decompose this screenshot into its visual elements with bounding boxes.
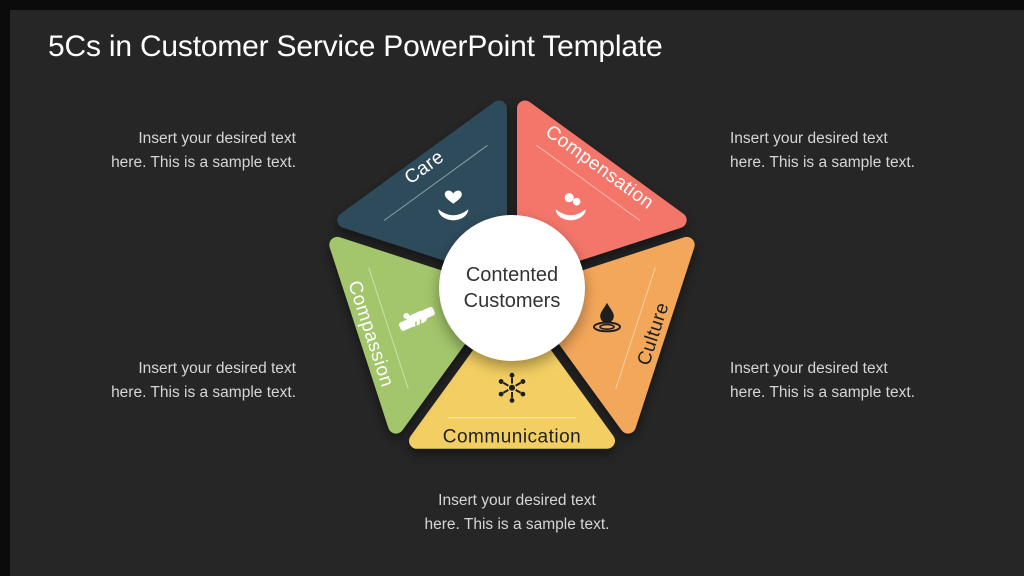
placeholder-line: here. This is a sample text.: [111, 154, 296, 171]
icon-part: [509, 372, 515, 378]
icon-part: [419, 319, 422, 325]
placeholder-line: here. This is a sample text.: [111, 384, 296, 401]
placeholder-line: Insert your desired text: [138, 130, 296, 147]
placeholder-line: Insert your desired text: [438, 492, 596, 509]
icon-part: [515, 381, 522, 387]
icon-part: [403, 312, 410, 319]
placeholder-line: here. This is a sample text.: [424, 516, 610, 533]
icon-part: [498, 391, 504, 397]
placeholder-text-top-right: Insert your desired text here. This is a…: [730, 127, 915, 175]
icon-part: [600, 302, 614, 324]
placeholder-line: here. This is a sample text.: [730, 384, 915, 401]
segment-divider-line: [615, 267, 656, 390]
icon-part: [520, 379, 526, 384]
segment-divider-line: [383, 144, 488, 222]
icon-part: [415, 321, 417, 327]
center-circle-line: Contented: [465, 264, 559, 286]
segment-divider-line: [368, 267, 409, 390]
network-icon: [498, 372, 526, 403]
segment-care: Care: [337, 100, 507, 279]
slide-frame-left: [0, 0, 10, 576]
icon-part: [438, 209, 469, 221]
placeholder-text-bottom-center: Insert your desired text here. This is a…: [425, 489, 610, 537]
icon-part: [502, 381, 509, 387]
slide-frame-top: [0, 0, 1024, 10]
icon-part: [502, 389, 509, 394]
placeholder-text-bottom-right: Insert your desired text here. This is a…: [730, 357, 915, 405]
center-circle-line: Customers: [463, 290, 561, 312]
slide-title: 5Cs in Customer Service PowerPoint Templ…: [48, 30, 663, 63]
icon-part: [407, 310, 427, 327]
icon-part: [399, 306, 435, 331]
icon-part: [509, 398, 515, 403]
icon-part: [555, 209, 586, 221]
segment-label: Communication: [443, 426, 582, 447]
placeholder-line: Insert your desired text: [730, 130, 888, 147]
segment-shape: [517, 100, 687, 279]
icon-part: [593, 321, 621, 333]
icon-part: [444, 190, 462, 204]
placeholder-line: here. This is a sample text.: [730, 154, 915, 171]
icon-part: [572, 197, 581, 206]
placeholder-line: Insert your desired text: [730, 360, 888, 377]
placeholder-text-top-left: Insert your desired text here. This is a…: [111, 127, 296, 175]
icon-part: [509, 384, 515, 391]
icon-part: [515, 389, 522, 394]
hand-heart-icon: [438, 190, 469, 221]
center-circle: Contented Customers: [439, 215, 585, 361]
placeholder-line: Insert your desired text: [138, 360, 296, 377]
segment-divider-line: [536, 144, 641, 222]
icon-part: [564, 193, 574, 203]
icon-part: [498, 379, 504, 384]
segment-shape: [337, 100, 507, 279]
icon-part: [520, 391, 526, 397]
icon-part: [599, 323, 615, 330]
water-ripple-icon: [593, 302, 621, 333]
hand-coins-icon: [555, 193, 586, 221]
segment-communication: Communication: [409, 302, 615, 449]
placeholder-text-bottom-left: Insert your desired text here. This is a…: [111, 357, 296, 405]
handshake-icon: [399, 306, 435, 331]
